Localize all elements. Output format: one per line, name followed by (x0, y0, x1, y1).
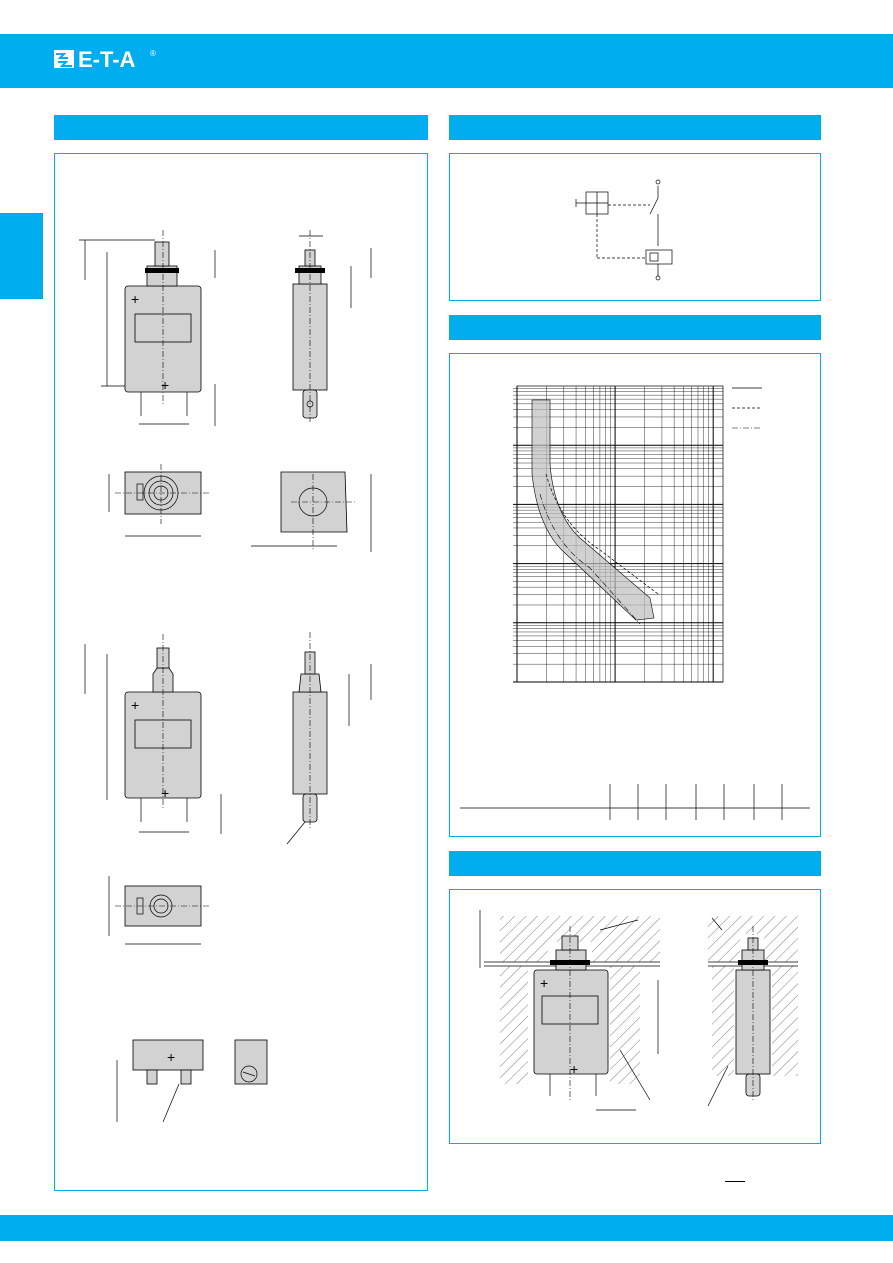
side-view-1 (292, 230, 372, 422)
svg-text:+: + (161, 377, 169, 393)
top-view-2 (108, 876, 209, 945)
front-view-1: + + (79, 230, 216, 426)
dimensions-panel: + + (54, 153, 428, 1191)
schematic-diagram (575, 179, 673, 281)
trip-band (531, 399, 655, 621)
time-current-curve (460, 385, 810, 820)
curve-line-dashdot (539, 493, 641, 625)
eta-logo-mark: E-T-A ® (54, 47, 156, 72)
logo-text: E-T-A (78, 47, 136, 72)
schematic-panel (449, 153, 821, 301)
front-view-2: + + (84, 634, 222, 834)
side-tab (0, 213, 43, 299)
svg-text:+: + (131, 291, 139, 307)
terminal-views: + (116, 1039, 268, 1123)
curve-line-dashed (545, 473, 659, 595)
mounting-panel: + + (449, 889, 821, 1144)
registered-mark: ® (150, 49, 156, 58)
section-bar-mounting (449, 851, 821, 876)
side-view-2 (286, 632, 372, 845)
section-bar-dimensions (54, 115, 428, 140)
svg-text:+: + (131, 697, 139, 713)
panel-cutout (251, 471, 372, 552)
top-view-1 (108, 464, 209, 537)
table-column-rules (609, 784, 783, 820)
svg-text:+: + (161, 785, 169, 801)
footer-bar (0, 1215, 893, 1241)
eta-logo: E-T-A ® (54, 47, 156, 72)
section-bar-schematic (449, 115, 821, 140)
svg-text:+: + (540, 975, 548, 991)
curve-panel (449, 353, 821, 837)
svg-text:+: + (167, 1049, 175, 1065)
header-bar (0, 34, 893, 88)
section-bar-curve (449, 315, 821, 340)
mounting-drawing: + + (479, 910, 798, 1111)
dimensions-drawing: + + (79, 230, 372, 1123)
svg-text:+: + (570, 1061, 578, 1077)
footer-mark (725, 1181, 745, 1182)
